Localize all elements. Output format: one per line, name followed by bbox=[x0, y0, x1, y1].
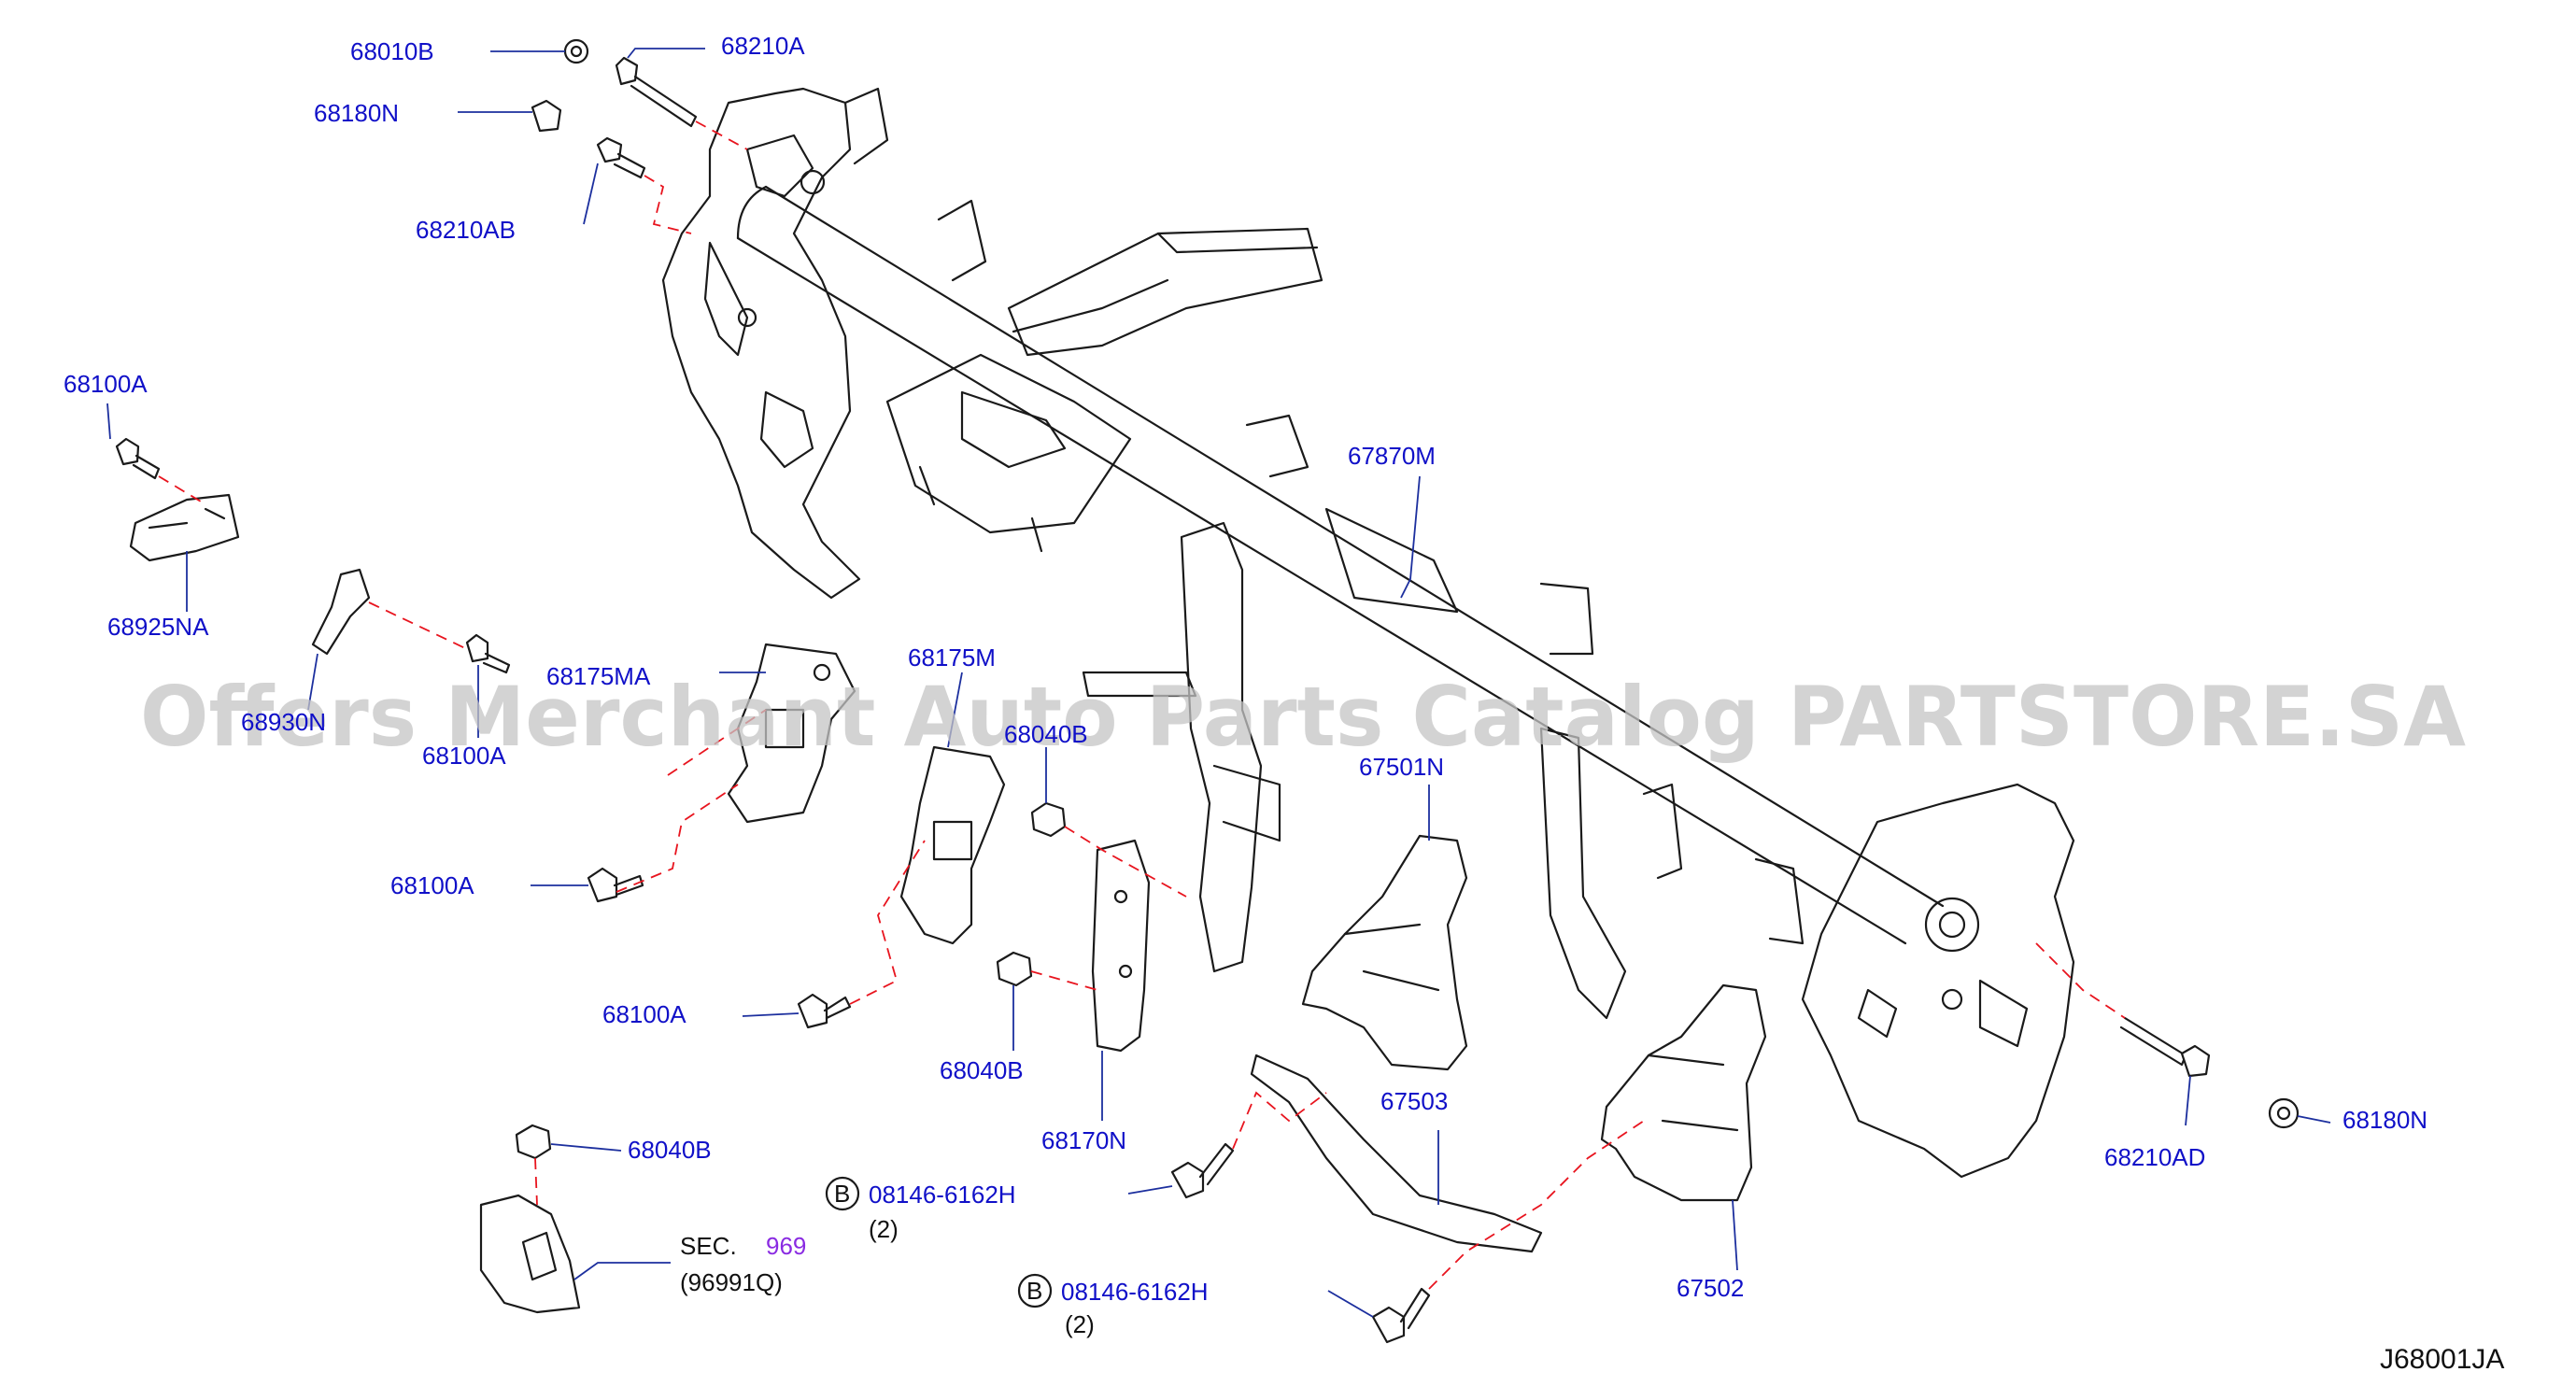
small-parts bbox=[115, 38, 2300, 1344]
steering-member-67870M bbox=[661, 87, 2075, 1179]
label-68925NA[interactable]: 68925NA bbox=[107, 613, 209, 641]
qty-1: (2) bbox=[869, 1215, 899, 1243]
part-labels: 68010B 68210A 68180N 68210AB 68100A 6892… bbox=[64, 32, 2504, 1375]
watermark: Offers Merchant Auto Parts Catalog PARTS… bbox=[140, 669, 2466, 765]
label-08146-6162H-1[interactable]: 08146-6162H bbox=[869, 1181, 1016, 1209]
b-marker-1 bbox=[825, 1176, 860, 1211]
sec-prefix: SEC. bbox=[680, 1232, 737, 1260]
b-marker-1-text: B bbox=[834, 1180, 850, 1208]
label-68040B-1[interactable]: 68040B bbox=[940, 1056, 1024, 1084]
b-marker-2-text: B bbox=[1026, 1277, 1042, 1305]
qty-2: (2) bbox=[1065, 1310, 1095, 1338]
label-68100A-3[interactable]: 68100A bbox=[390, 871, 474, 899]
label-68210AB[interactable]: 68210AB bbox=[416, 216, 516, 244]
sec-sub: (96991Q) bbox=[680, 1268, 783, 1296]
label-68180N-right[interactable]: 68180N bbox=[2342, 1106, 2427, 1134]
label-68210AD[interactable]: 68210AD bbox=[2104, 1143, 2205, 1171]
label-68175M[interactable]: 68175M bbox=[908, 644, 996, 672]
label-68175MA[interactable]: 68175MA bbox=[546, 662, 651, 690]
label-67501N[interactable]: 67501N bbox=[1359, 753, 1444, 781]
label-68210A[interactable]: 68210A bbox=[721, 32, 805, 60]
label-67503[interactable]: 67503 bbox=[1380, 1087, 1448, 1115]
label-67870M[interactable]: 67870M bbox=[1348, 442, 1436, 470]
label-68010B[interactable]: 68010B bbox=[350, 37, 434, 65]
leader-lines bbox=[106, 48, 2331, 1318]
assembly-links bbox=[158, 120, 2126, 1290]
diagram-code: J68001JA bbox=[2380, 1344, 2504, 1375]
label-68180N-top[interactable]: 68180N bbox=[314, 99, 399, 127]
label-67502[interactable]: 67502 bbox=[1677, 1274, 1744, 1302]
label-68930N[interactable]: 68930N bbox=[241, 708, 326, 736]
label-68040B-mid[interactable]: 68040B bbox=[1004, 720, 1088, 748]
label-68100A-4[interactable]: 68100A bbox=[602, 1000, 686, 1028]
label-68100A-2[interactable]: 68100A bbox=[422, 742, 506, 770]
b-marker-2 bbox=[1017, 1273, 1053, 1308]
label-68100A-1[interactable]: 68100A bbox=[64, 370, 148, 398]
label-08146-6162H-2[interactable]: 08146-6162H bbox=[1061, 1278, 1209, 1306]
sec-number-link[interactable]: 969 bbox=[766, 1232, 806, 1260]
label-68170N[interactable]: 68170N bbox=[1041, 1126, 1126, 1154]
label-68040B-2[interactable]: 68040B bbox=[628, 1136, 712, 1164]
